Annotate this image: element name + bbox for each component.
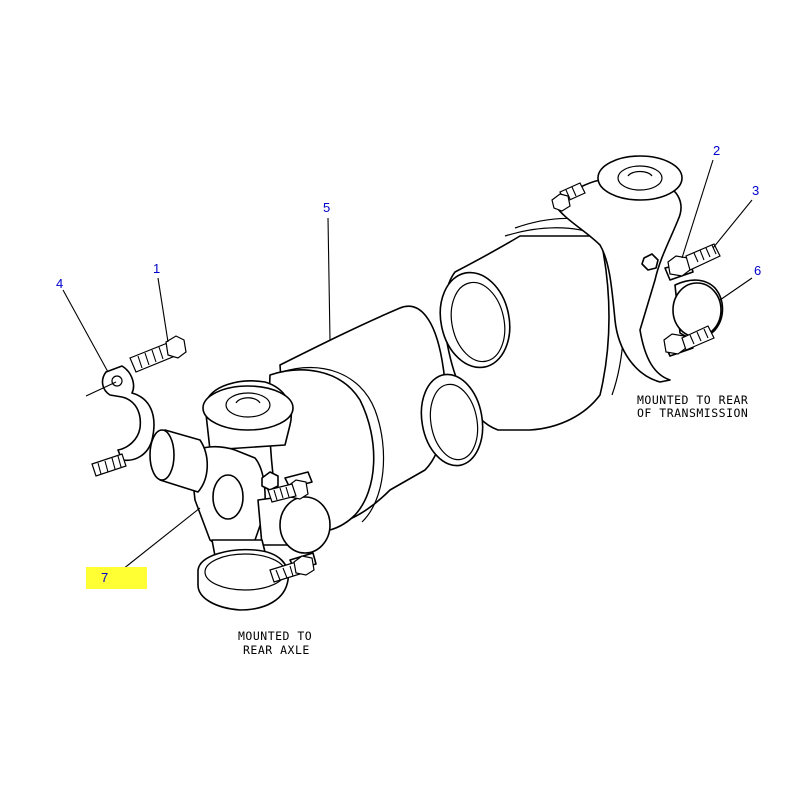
callout-6: 6 bbox=[754, 263, 761, 278]
yoke-nut bbox=[641, 253, 659, 271]
callout-5: 5 bbox=[323, 200, 330, 215]
bearing-strap bbox=[101, 365, 155, 462]
callout-7-highlight bbox=[86, 567, 147, 589]
bolt-upper-left-rear bbox=[551, 182, 586, 212]
strap-and-bolts bbox=[85, 335, 187, 477]
bolt-3 bbox=[667, 243, 721, 277]
bolt-lower-right bbox=[663, 325, 715, 355]
front-shaft-half bbox=[149, 305, 484, 611]
bolt-strap-lower bbox=[91, 453, 127, 477]
callout-4: 4 bbox=[56, 276, 63, 291]
bolt-left-cap-lower bbox=[269, 555, 315, 583]
callout-labels: 1 2 3 4 5 6 7 bbox=[56, 143, 761, 589]
note-axle-line2: REAR AXLE bbox=[243, 643, 310, 657]
bolt-left-cap-upper bbox=[267, 479, 309, 503]
rear-tube-opening bbox=[439, 271, 511, 369]
bearing-cap-left bbox=[279, 496, 331, 554]
callout-7: 7 bbox=[101, 570, 108, 585]
note-transmission-line1: MOUNTED TO REAR bbox=[637, 393, 748, 407]
rear-shaft-half bbox=[439, 155, 724, 431]
note-axle-line1: MOUNTED TO bbox=[238, 629, 312, 643]
callout-3: 3 bbox=[752, 183, 759, 198]
yoke-ear-top bbox=[597, 155, 683, 201]
notes: MOUNTED TO REAR OF TRANSMISSION MOUNTED … bbox=[238, 393, 748, 657]
callout-1: 1 bbox=[153, 261, 160, 276]
yoke-ear-upper bbox=[202, 385, 294, 431]
bolt-1 bbox=[129, 335, 187, 373]
leader-lines bbox=[62, 159, 753, 574]
note-transmission-line2: OF TRANSMISSION bbox=[637, 406, 748, 420]
callout-2: 2 bbox=[713, 143, 720, 158]
